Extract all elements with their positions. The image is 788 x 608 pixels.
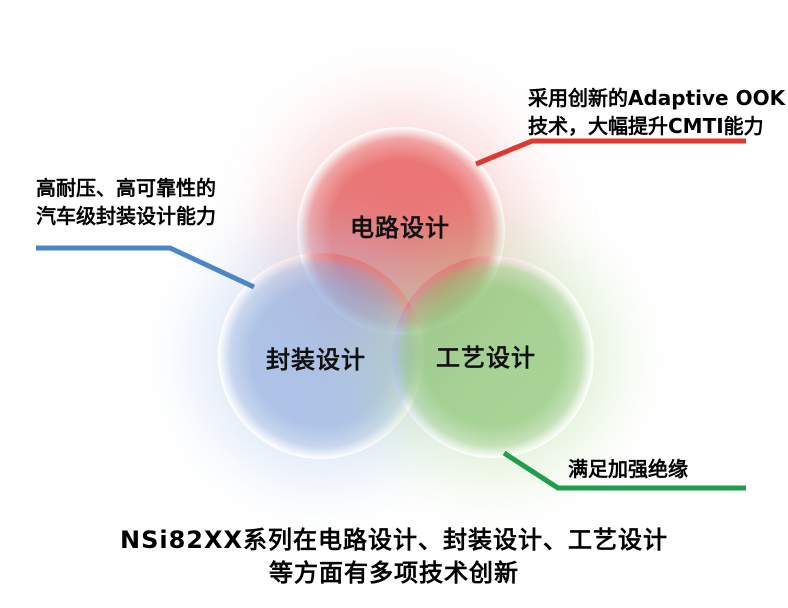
circle-process-design [392, 256, 594, 458]
callout-line-circuit [475, 138, 746, 167]
circle-label-package-design: 封装设计 [266, 346, 366, 374]
callout-text-circuit-line2: 技术，大幅提升CMTI能力 [528, 114, 764, 138]
circle-label-process-design: 工艺设计 [436, 344, 536, 372]
callout-text-circuit-line1: 采用创新的Adaptive OOK [528, 86, 786, 110]
callout-text-process: 满足加强绝缘 [568, 455, 688, 483]
caption-line1: NSi82XX系列在电路设计、封装设计、工艺设计 [119, 526, 668, 554]
caption: NSi82XX系列在电路设计、封装设计、工艺设计 等方面有多项技术创新 [0, 524, 788, 590]
caption-line2: 等方面有多项技术创新 [269, 559, 519, 587]
callout-text-circuit: 采用创新的Adaptive OOK 技术，大幅提升CMTI能力 [528, 84, 785, 140]
callout-line-package [36, 245, 256, 290]
callout-text-package: 高耐压、高可靠性的 汽车级封装设计能力 [36, 174, 216, 230]
circle-label-circuit-design: 电路设计 [350, 214, 450, 242]
callout-text-package-line1: 高耐压、高可靠性的 [36, 176, 216, 200]
callout-text-process-line1: 满足加强绝缘 [568, 457, 688, 481]
callout-text-package-line2: 汽车级封装设计能力 [36, 204, 216, 228]
